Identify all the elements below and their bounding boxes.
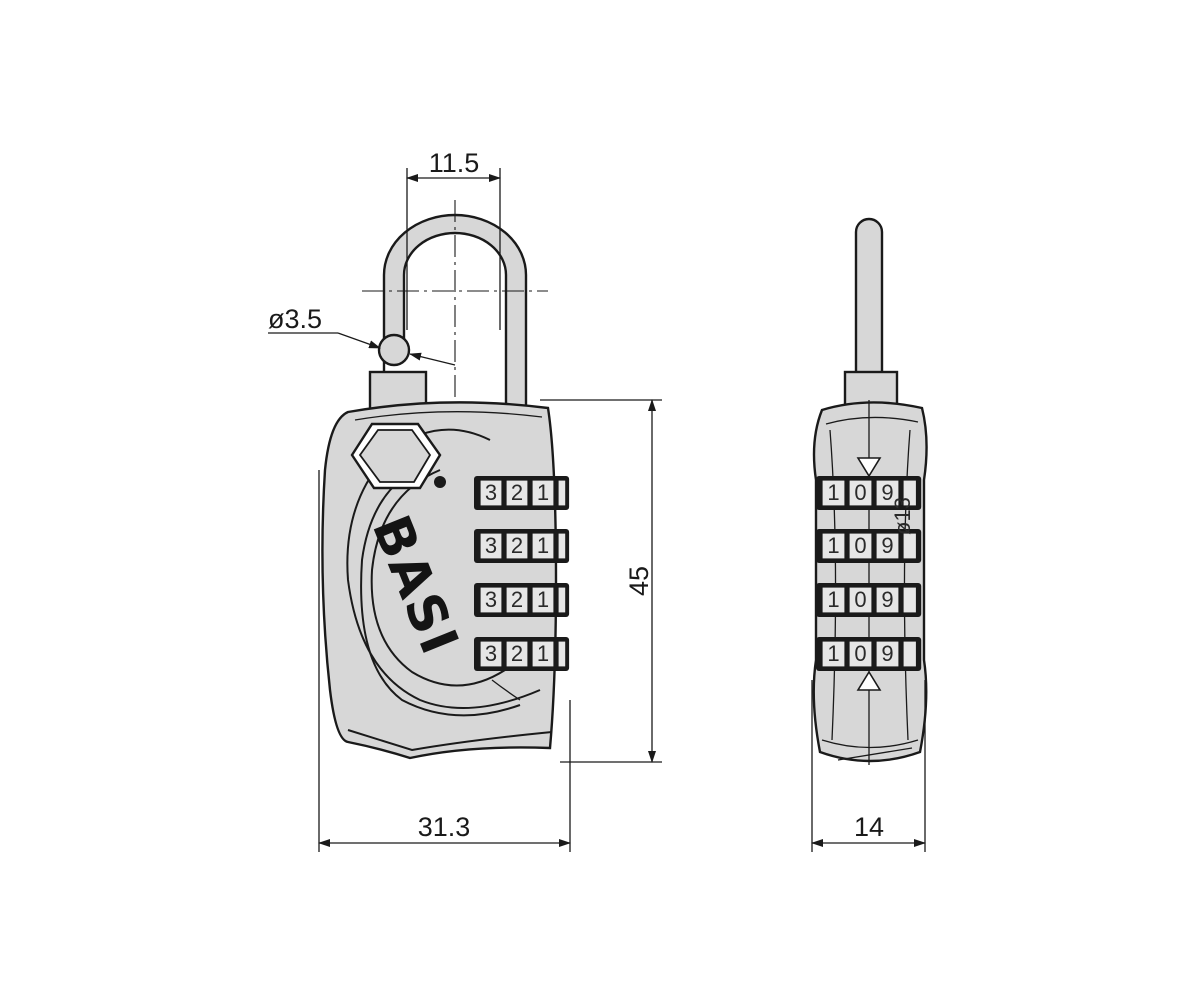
front-wheel-digit: 1 — [537, 480, 549, 505]
side-wheel-digit: 1 — [827, 480, 839, 505]
front-wheel-digit: 2 — [511, 533, 523, 558]
side-wheel-digit: 9 — [881, 533, 893, 558]
side-wheel-digit: 9 — [881, 641, 893, 666]
width-label: 31.3 — [418, 812, 471, 842]
shackle-diameter-label: ø3.5 — [268, 304, 322, 334]
hexagon-logo-icon — [350, 422, 446, 490]
shackle-width-label: 11.5 — [429, 148, 480, 178]
side-wheel-digit: 9 — [881, 587, 893, 612]
dimension-shackle-diameter: ø3.5 — [268, 304, 456, 366]
dimension-shackle-width: 11.5 — [406, 148, 501, 330]
front-wheel-digit: 3 — [485, 480, 497, 505]
front-wheel-digit: 3 — [485, 641, 497, 666]
front-wheel-digit: 2 — [511, 587, 523, 612]
dimension-width: 31.3 — [318, 470, 571, 852]
height-label: 45 — [624, 566, 654, 596]
front-wheel-digit: 1 — [537, 533, 549, 558]
dimension-depth: 14 — [811, 680, 926, 852]
side-wheel-digit: 1 — [827, 587, 839, 612]
side-wheel-digit: 0 — [854, 641, 866, 666]
front-wheel-digit: 3 — [485, 587, 497, 612]
top-indicator-arrow-icon — [856, 457, 882, 478]
front-wheel-digit: 1 — [537, 587, 549, 612]
front-wheel-digit: 2 — [511, 480, 523, 505]
side-wheel-digit: 0 — [854, 480, 866, 505]
shackle-ball — [377, 333, 411, 367]
wheel-diameter-label: ø13 — [890, 497, 915, 535]
side-lock-body — [812, 401, 928, 763]
side-wheel-digit: 1 — [827, 641, 839, 666]
side-wheel-digit: 0 — [854, 533, 866, 558]
bottom-indicator-arrow-icon — [856, 670, 882, 691]
dimension-height: 45 — [540, 399, 662, 763]
side-wheel-digit: 9 — [881, 480, 893, 505]
side-wheel-digit: 0 — [854, 587, 866, 612]
front-wheel-digit: 1 — [537, 641, 549, 666]
front-shackle — [368, 213, 528, 412]
side-shackle — [854, 217, 884, 410]
front-wheel-digit: 3 — [485, 533, 497, 558]
front-wheel-digit: 2 — [511, 641, 523, 666]
side-wheel-digit: 1 — [827, 533, 839, 558]
depth-label: 14 — [854, 812, 884, 842]
